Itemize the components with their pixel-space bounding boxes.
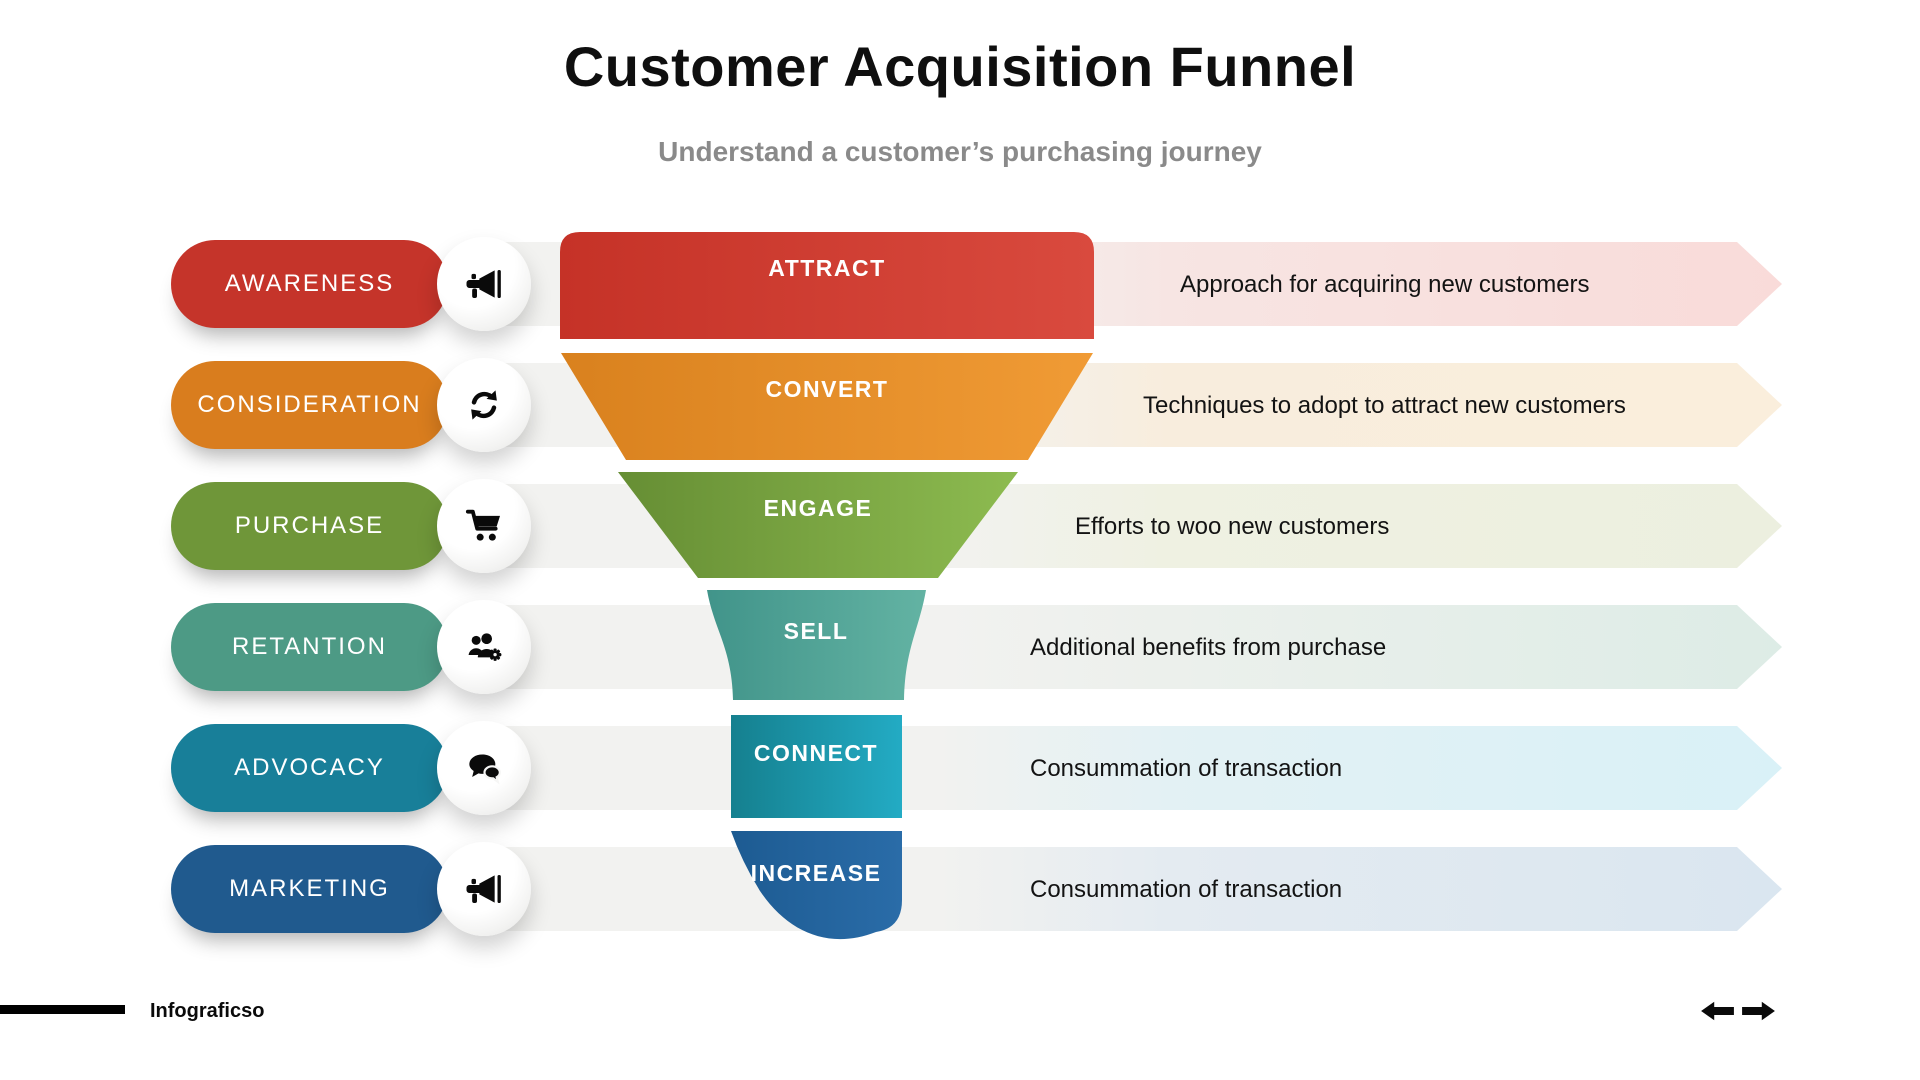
megaphone-icon — [464, 869, 504, 909]
chat-icon — [464, 748, 504, 788]
slide-nav — [1700, 1000, 1780, 1024]
users-gear-icon — [464, 627, 504, 667]
stage-description: Techniques to adopt to attract new custo… — [1143, 391, 1626, 419]
stage-description: Consummation of transaction — [1030, 754, 1343, 782]
stage-pill: ADVOCACY — [171, 724, 448, 812]
footer-divider-bar — [0, 1005, 125, 1014]
stage-label: CONSIDERATION — [197, 391, 422, 418]
funnel-row-awareness: AWARENESS Approach for acquiring new cus… — [0, 224, 1920, 345]
stage-icon-circle — [437, 479, 531, 573]
stage-icon-circle — [437, 721, 531, 815]
funnel-row-marketing: MARKETING Consummation of transaction — [0, 829, 1920, 950]
stage-pill: AWARENESS — [171, 240, 448, 328]
right-arrow-icon[interactable] — [1741, 1000, 1776, 1022]
funnel-row-advocacy: ADVOCACY Consummation of transaction — [0, 708, 1920, 829]
row-arrow-band — [500, 726, 1782, 810]
stage-description: Approach for acquiring new customers — [1180, 270, 1590, 298]
page-subtitle: Understand a customer’s purchasing journ… — [658, 136, 1262, 167]
brand-logo-text: Infograficso — [150, 1000, 265, 1022]
funnel-row-purchase: PURCHASE Efforts to woo new customers — [0, 466, 1920, 587]
stage-icon-circle — [437, 842, 531, 936]
megaphone-icon — [464, 264, 504, 304]
stage-label: MARKETING — [229, 875, 390, 902]
sync-icon — [464, 385, 504, 425]
stage-label: RETANTION — [232, 633, 387, 660]
page-title: Customer Acquisition Funnel — [563, 35, 1357, 98]
stage-description: Additional benefits from purchase — [1030, 633, 1387, 661]
stage-icon-circle — [437, 237, 531, 331]
stage-pill: PURCHASE — [171, 482, 448, 570]
row-arrow-band — [500, 847, 1782, 931]
stage-pill: CONSIDERATION — [171, 361, 448, 449]
stage-icon-circle — [437, 358, 531, 452]
stage-description: Efforts to woo new customers — [1075, 512, 1390, 540]
stage-icon-circle — [437, 600, 531, 694]
row-arrow-band — [500, 242, 1782, 326]
funnel-row-consideration: CONSIDERATION Techniques to adopt to att… — [0, 345, 1920, 466]
stage-label: ADVOCACY — [234, 754, 385, 781]
stage-pill: RETANTION — [171, 603, 448, 691]
stage-label: PURCHASE — [234, 512, 385, 539]
left-arrow-icon[interactable] — [1700, 1000, 1735, 1022]
funnel-row-retantion: RETANTION Additional benefits from purch… — [0, 587, 1920, 708]
stage-label: AWARENESS — [224, 270, 395, 297]
stage-description: Consummation of transaction — [1030, 875, 1343, 903]
cart-icon — [464, 506, 504, 546]
stage-pill: MARKETING — [171, 845, 448, 933]
